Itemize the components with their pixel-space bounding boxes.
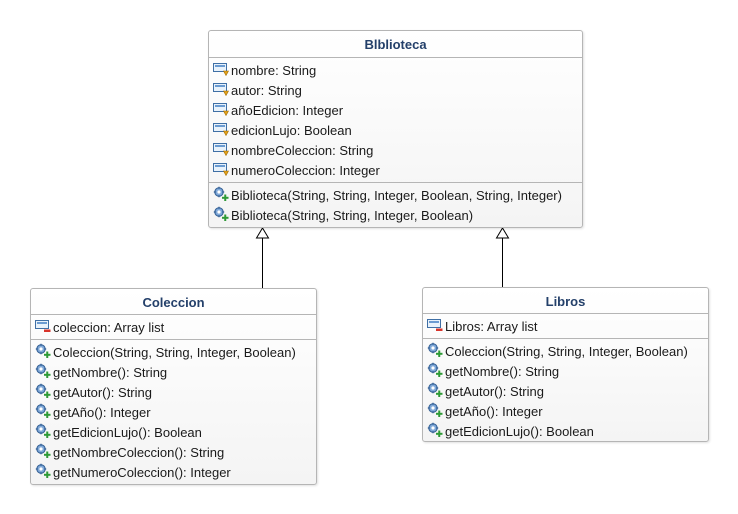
class-biblioteca[interactable]: Blblioteca nombre: String autor: String añ… <box>208 30 583 228</box>
public-operation-icon <box>427 402 443 421</box>
public-operation-icon <box>213 206 229 225</box>
protected-attribute-icon <box>213 142 230 159</box>
attribute-label: edicionLujo: Boolean <box>231 122 352 138</box>
operation-label: getEdicionLujo(): Boolean <box>445 423 594 439</box>
attribute-row[interactable]: edicionLujo: Boolean <box>213 120 582 140</box>
attribute-label: nombreColeccion: String <box>231 142 374 158</box>
public-operation-icon <box>427 382 443 401</box>
class-libros[interactable]: Libros Libros: Array list Coleccion(Stri… <box>422 287 709 442</box>
operation-row[interactable]: Biblioteca(String, String, Integer, Bool… <box>213 185 582 205</box>
class-libros-attributes: Libros: Array list <box>423 314 708 338</box>
operation-label: getAutor(): String <box>445 383 544 399</box>
operation-row[interactable]: getAutor(): String <box>427 381 708 401</box>
operation-row[interactable]: getAño(): Integer <box>35 402 316 422</box>
operation-label: getNombreColeccion(): String <box>53 444 225 460</box>
attribute-row[interactable]: coleccion: Array list <box>35 317 316 337</box>
class-biblioteca-name: Blblioteca <box>209 31 582 58</box>
public-operation-icon <box>427 422 443 441</box>
operation-row[interactable]: getEdicionLujo(): Boolean <box>35 422 316 442</box>
operation-row[interactable]: getNombre(): String <box>427 361 708 381</box>
public-operation-icon <box>35 383 51 402</box>
attribute-label: Libros: Array list <box>445 318 538 334</box>
attribute-label: coleccion: Array list <box>53 319 165 335</box>
operation-label: Biblioteca(String, String, Integer, Bool… <box>231 187 562 203</box>
operation-label: Biblioteca(String, String, Integer, Bool… <box>231 207 474 223</box>
class-coleccion[interactable]: Coleccion coleccion: Array list Coleccio… <box>30 288 317 485</box>
attribute-row[interactable]: nombreColeccion: String <box>213 140 582 160</box>
libros-generalization-arrowhead <box>495 227 510 239</box>
attribute-row[interactable]: Libros: Array list <box>427 316 708 336</box>
coleccion-generalization-arrowhead <box>255 227 270 239</box>
class-biblioteca-operations: Biblioteca(String, String, Integer, Bool… <box>209 182 582 227</box>
protected-attribute-icon <box>213 62 230 79</box>
attribute-label: nombre: String <box>231 62 317 78</box>
operation-label: getNombre(): String <box>445 363 560 379</box>
public-operation-icon <box>427 362 443 381</box>
attribute-row[interactable]: nombre: String <box>213 60 582 80</box>
operation-label: getNumeroColeccion(): Integer <box>53 464 231 480</box>
public-operation-icon <box>35 423 51 442</box>
public-operation-icon <box>35 363 51 382</box>
operation-row[interactable]: getAño(): Integer <box>427 401 708 421</box>
public-operation-icon <box>35 443 51 462</box>
operation-row[interactable]: getAutor(): String <box>35 382 316 402</box>
operation-row[interactable]: Biblioteca(String, String, Integer, Bool… <box>213 205 582 225</box>
attribute-label: numeroColeccion: Integer <box>231 162 380 178</box>
operation-label: getAño(): Integer <box>53 404 151 420</box>
attribute-label: añoEdicion: Integer <box>231 102 344 118</box>
private-attribute-icon <box>35 319 51 336</box>
operation-label: getNombre(): String <box>53 364 168 380</box>
class-libros-name: Libros <box>423 288 708 314</box>
attribute-row[interactable]: añoEdicion: Integer <box>213 100 582 120</box>
protected-attribute-icon <box>213 122 230 139</box>
public-operation-icon <box>35 403 51 422</box>
protected-attribute-icon <box>213 82 230 99</box>
class-libros-operations: Coleccion(String, String, Integer, Boole… <box>423 338 708 443</box>
public-operation-icon <box>35 343 51 362</box>
operation-label: Coleccion(String, String, Integer, Boole… <box>53 344 296 360</box>
attribute-label: autor: String <box>231 82 302 98</box>
public-operation-icon <box>427 342 443 361</box>
operation-row[interactable]: getNombreColeccion(): String <box>35 442 316 462</box>
attribute-row[interactable]: autor: String <box>213 80 582 100</box>
class-biblioteca-attributes: nombre: String autor: String añoEdicion: I… <box>209 58 582 182</box>
class-coleccion-operations: Coleccion(String, String, Integer, Boole… <box>31 339 316 484</box>
operation-label: getEdicionLujo(): Boolean <box>53 424 202 440</box>
public-operation-icon <box>35 463 51 482</box>
operation-row[interactable]: getEdicionLujo(): Boolean <box>427 421 708 441</box>
operation-label: Coleccion(String, String, Integer, Boole… <box>445 343 688 359</box>
operation-label: getAutor(): String <box>53 384 152 400</box>
public-operation-icon <box>213 186 229 205</box>
operation-row[interactable]: getNumeroColeccion(): Integer <box>35 462 316 482</box>
operation-row[interactable]: Coleccion(String, String, Integer, Boole… <box>35 342 316 362</box>
class-coleccion-name: Coleccion <box>31 289 316 315</box>
private-attribute-icon <box>427 318 443 335</box>
operation-row[interactable]: getNombre(): String <box>35 362 316 382</box>
protected-attribute-icon <box>213 102 230 119</box>
class-coleccion-attributes: coleccion: Array list <box>31 315 316 339</box>
operation-label: getAño(): Integer <box>445 403 543 419</box>
attribute-row[interactable]: numeroColeccion: Integer <box>213 160 582 180</box>
protected-attribute-icon <box>213 162 230 179</box>
operation-row[interactable]: Coleccion(String, String, Integer, Boole… <box>427 341 708 361</box>
